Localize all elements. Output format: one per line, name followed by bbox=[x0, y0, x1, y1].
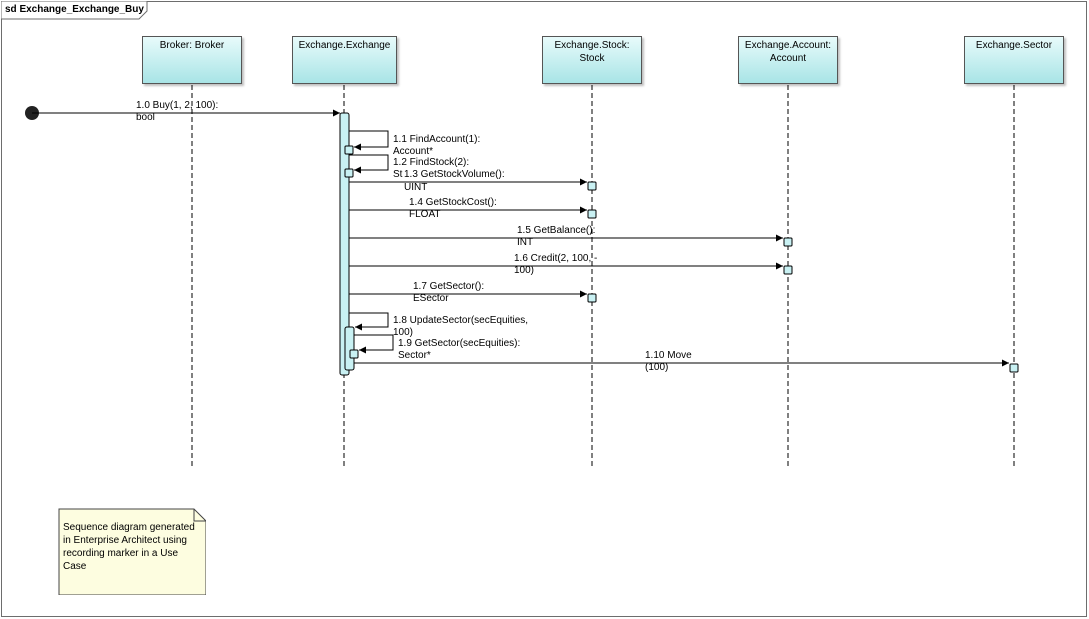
lifeline-head-stock[interactable]: Exchange.Stock: Stock bbox=[542, 36, 642, 84]
message-return: FLOAT bbox=[409, 209, 441, 220]
execution-box bbox=[587, 209, 597, 219]
execution-box bbox=[344, 145, 354, 155]
activation-exchange bbox=[339, 112, 350, 376]
lifeline-label: Exchange.Account: bbox=[744, 40, 832, 51]
lifeline-label: Exchange.Sector bbox=[975, 40, 1053, 51]
message-label-1-7[interactable]: 1.7 GetSector(): ESector bbox=[413, 281, 484, 305]
message-arrow-1-1 bbox=[349, 130, 389, 151]
message-return: 100) bbox=[514, 265, 535, 276]
lifeline-label: Broker: Broker bbox=[159, 40, 225, 51]
message-label-1-5[interactable]: 1.5 GetBalance(): INT bbox=[517, 225, 595, 249]
message-arrow-1-8 bbox=[349, 312, 389, 331]
message-label-1-10[interactable]: 1.10 Move (100) bbox=[645, 350, 692, 374]
execution-box bbox=[783, 237, 793, 247]
message-label-1-9[interactable]: 1.9 GetSector(secEquities): Sector* bbox=[398, 338, 520, 362]
message-signature: 1.3 GetStockVolume(): bbox=[404, 169, 505, 180]
execution-box bbox=[783, 265, 793, 275]
message-signature: 1.5 GetBalance(): bbox=[517, 225, 596, 236]
message-label-1-4[interactable]: 1.4 GetStockCost(): FLOAT bbox=[409, 197, 497, 221]
message-signature: 1.1 FindAccount(1): bbox=[393, 134, 481, 145]
message-signature: 1.6 Credit(2, 100, - bbox=[514, 253, 598, 264]
message-return: St bbox=[393, 169, 403, 180]
execution-box bbox=[587, 293, 597, 303]
message-signature: 1.0 Buy(1, 2, 100): bbox=[136, 100, 219, 111]
message-label-1-6[interactable]: 1.6 Credit(2, 100, - 100) bbox=[514, 253, 597, 277]
execution-box bbox=[344, 168, 354, 178]
lifeline-label: Exchange.Exchange bbox=[298, 40, 391, 51]
message-signature: 1.7 GetSector(): bbox=[413, 281, 485, 292]
message-return: Sector* bbox=[398, 350, 431, 361]
message-signature: 1.9 GetSector(secEquities): bbox=[398, 338, 521, 349]
message-return: ESector bbox=[413, 293, 449, 304]
lifeline-head-exchange[interactable]: Exchange.Exchange bbox=[292, 36, 397, 84]
lifeline-label: Exchange.Stock: bbox=[554, 40, 630, 51]
message-return: Account* bbox=[393, 146, 434, 157]
message-signature: 1.8 UpdateSector(secEquities, bbox=[393, 315, 529, 326]
message-return: (100) bbox=[645, 362, 669, 373]
message-return: INT bbox=[517, 237, 534, 248]
message-label-1-3-return[interactable]: UINT bbox=[404, 182, 427, 194]
note-text: Sequence diagram generated in Enterprise… bbox=[63, 522, 195, 572]
message-signature: 1.2 FindStock(2): bbox=[393, 157, 470, 168]
activation-exchange-nested bbox=[344, 326, 355, 371]
message-arrow-1-2 bbox=[349, 154, 389, 174]
message-return: UINT bbox=[404, 182, 428, 193]
message-label-1-8[interactable]: 1.8 UpdateSector(secEquities, 100) bbox=[393, 315, 528, 339]
execution-box bbox=[349, 349, 359, 359]
message-signature: 1.10 Move bbox=[645, 350, 692, 361]
execution-box bbox=[1009, 363, 1019, 373]
message-label-1-2[interactable]: 1.2 FindStock(2): St bbox=[393, 157, 469, 181]
lifeline-head-sector[interactable]: Exchange.Sector bbox=[964, 36, 1064, 84]
message-arrow-1-9 bbox=[354, 334, 394, 354]
lifeline-head-broker[interactable]: Broker: Broker bbox=[142, 36, 242, 84]
message-signature: 1.4 GetStockCost(): bbox=[409, 197, 497, 208]
message-label-1-3[interactable]: 1.3 GetStockVolume(): bbox=[404, 169, 505, 181]
message-label-1-1[interactable]: 1.1 FindAccount(1): Account* bbox=[393, 134, 480, 158]
message-return: 100) bbox=[393, 327, 414, 338]
lifeline-label-line2: Account bbox=[769, 53, 807, 64]
lifeline-label-line2: Stock bbox=[579, 53, 605, 64]
frame-title: sd Exchange_Exchange_Buy bbox=[5, 4, 144, 15]
note[interactable] bbox=[58, 508, 206, 595]
message-label-1-0[interactable]: 1.0 Buy(1, 2, 100): bool bbox=[136, 100, 218, 124]
lifeline-head-account[interactable]: Exchange.Account: Account bbox=[738, 36, 838, 84]
message-return: bool bbox=[136, 112, 155, 123]
frame-tab bbox=[1, 1, 148, 20]
execution-box bbox=[587, 181, 597, 191]
